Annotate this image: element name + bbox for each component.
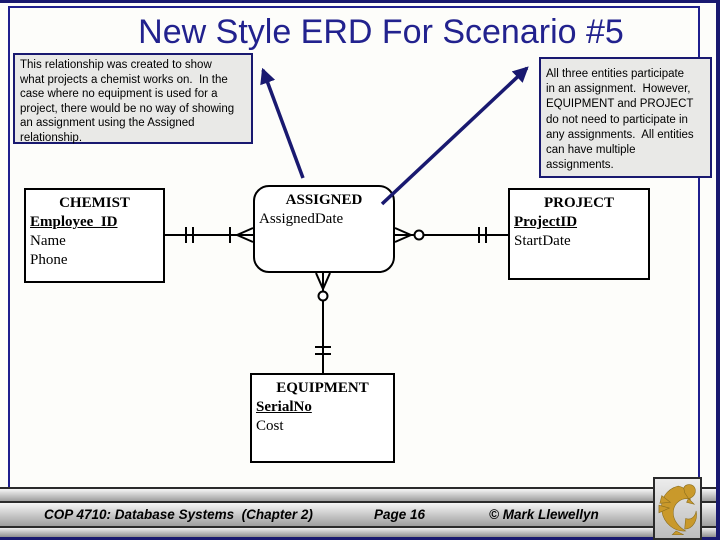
entity-title: CHEMIST — [59, 195, 130, 211]
attribute: Name — [30, 233, 66, 249]
callout-right: All three entities participate in an ass… — [539, 57, 712, 178]
footer-band — [0, 503, 716, 526]
entity-project: PROJECT ProjectID StartDate — [508, 188, 650, 280]
entity-assigned: ASSIGNED AssignedDate — [253, 185, 395, 273]
backdrop-strip-bottom — [0, 537, 720, 540]
attribute: StartDate — [514, 233, 571, 249]
footer-course: COP 4710: Database Systems (Chapter 2) — [44, 507, 313, 522]
backdrop-strip-top — [0, 0, 720, 3]
attribute-pk: SerialNo — [256, 399, 312, 415]
footer-divider — [0, 526, 716, 528]
footer-band — [0, 489, 716, 501]
ucf-logo-panel — [653, 477, 702, 540]
backdrop-strip-right — [716, 0, 720, 540]
entity-equipment: EQUIPMENT SerialNo Cost — [250, 373, 395, 463]
attribute-pk: Employee_ID — [30, 214, 118, 230]
footer-copyright: © Mark Llewellyn — [489, 507, 599, 522]
footer-band — [0, 528, 716, 537]
attribute: Cost — [256, 418, 284, 434]
entity-title: EQUIPMENT — [276, 380, 369, 396]
page-title: New Style ERD For Scenario #5 — [138, 13, 624, 51]
callout-left: This relationship was created to show wh… — [13, 53, 253, 144]
footer-page-number: Page 16 — [374, 507, 426, 522]
entity-title: PROJECT — [543, 195, 614, 211]
footer: COP 4710: Database Systems (Chapter 2) P… — [0, 487, 716, 537]
footer-divider — [0, 501, 716, 503]
ucf-pegasus-icon — [658, 483, 697, 535]
attribute-pk: ProjectID — [514, 214, 578, 230]
attribute: Phone — [30, 252, 68, 268]
entity-title: ASSIGNED — [285, 192, 363, 208]
entity-chemist: CHEMIST Employee_ID Name Phone — [24, 188, 165, 283]
footer-divider — [0, 487, 716, 489]
attribute: AssignedDate — [259, 211, 344, 227]
